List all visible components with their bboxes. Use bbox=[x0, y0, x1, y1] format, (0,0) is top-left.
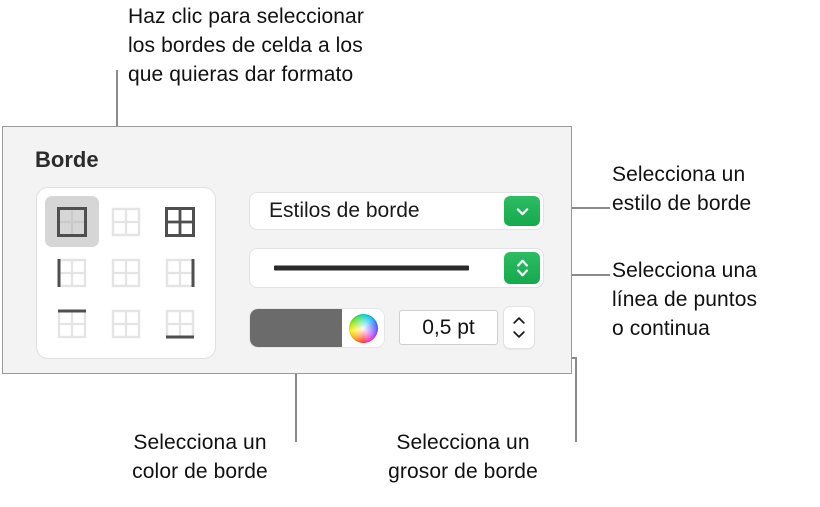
callout-border-grid-text: Haz clic para seleccionar los bordes de … bbox=[128, 5, 364, 86]
border-panel: Borde bbox=[2, 126, 572, 374]
grid-cell-bottom-border[interactable] bbox=[153, 299, 207, 350]
solid-line-preview bbox=[274, 265, 469, 271]
callout-line-type-text: Selecciona una línea de puntos o continu… bbox=[612, 259, 758, 340]
leader-line-style bbox=[548, 207, 610, 209]
border-style-popup[interactable]: Estilos de borde bbox=[250, 193, 543, 229]
callout-border-style-text: Selecciona un estilo de borde bbox=[612, 163, 752, 215]
border-width-stepper[interactable] bbox=[504, 307, 534, 348]
grid-cell-top-border[interactable] bbox=[45, 299, 99, 350]
chevron-up-down-glyph bbox=[516, 259, 528, 277]
inner-borders-icon bbox=[111, 258, 141, 288]
grid-cell-all-borders[interactable] bbox=[153, 196, 207, 247]
grid-cell-clear-borders[interactable] bbox=[99, 299, 153, 350]
right-border-icon bbox=[165, 258, 195, 288]
color-swatch[interactable] bbox=[250, 309, 342, 347]
border-placement-grid[interactable] bbox=[36, 187, 216, 359]
grid-cell-all-outside-borders[interactable] bbox=[45, 196, 99, 248]
grid-cell-inner-borders[interactable] bbox=[99, 247, 153, 298]
all-outside-borders-icon bbox=[57, 206, 87, 237]
leader-line-color bbox=[295, 362, 297, 442]
grid-cell-left-border[interactable] bbox=[45, 247, 99, 298]
chevron-up-down-icon[interactable] bbox=[504, 252, 540, 284]
chevron-up-icon[interactable] bbox=[511, 315, 527, 326]
top-border-icon bbox=[57, 309, 87, 339]
line-type-popup[interactable] bbox=[250, 249, 543, 287]
leader-line-linetype bbox=[548, 274, 610, 276]
border-width-input[interactable]: 0,5 pt bbox=[399, 310, 498, 345]
left-border-icon bbox=[57, 258, 87, 288]
border-width-value: 0,5 pt bbox=[422, 315, 475, 339]
all-borders-icon bbox=[165, 206, 195, 237]
color-wheel-button[interactable] bbox=[342, 309, 384, 347]
chevron-down-icon[interactable] bbox=[511, 329, 527, 340]
leader-line-width-v bbox=[575, 357, 577, 442]
chevron-down-glyph bbox=[516, 207, 528, 215]
callout-border-color-text: Selecciona un color de borde bbox=[132, 431, 268, 483]
callout-border-width-text: Selecciona un grosor de borde bbox=[388, 431, 538, 483]
panel-title: Borde bbox=[35, 147, 99, 172]
grid-cell-no-borders[interactable] bbox=[99, 196, 153, 247]
clear-borders-icon bbox=[111, 310, 141, 339]
bottom-border-icon bbox=[165, 310, 195, 339]
border-color-well[interactable] bbox=[250, 309, 384, 347]
border-style-label: Estilos de borde bbox=[269, 199, 420, 222]
no-borders-icon bbox=[111, 207, 141, 236]
color-wheel-icon bbox=[348, 313, 378, 343]
chevron-down-icon[interactable] bbox=[504, 196, 540, 226]
grid-cell-right-border[interactable] bbox=[153, 247, 207, 298]
